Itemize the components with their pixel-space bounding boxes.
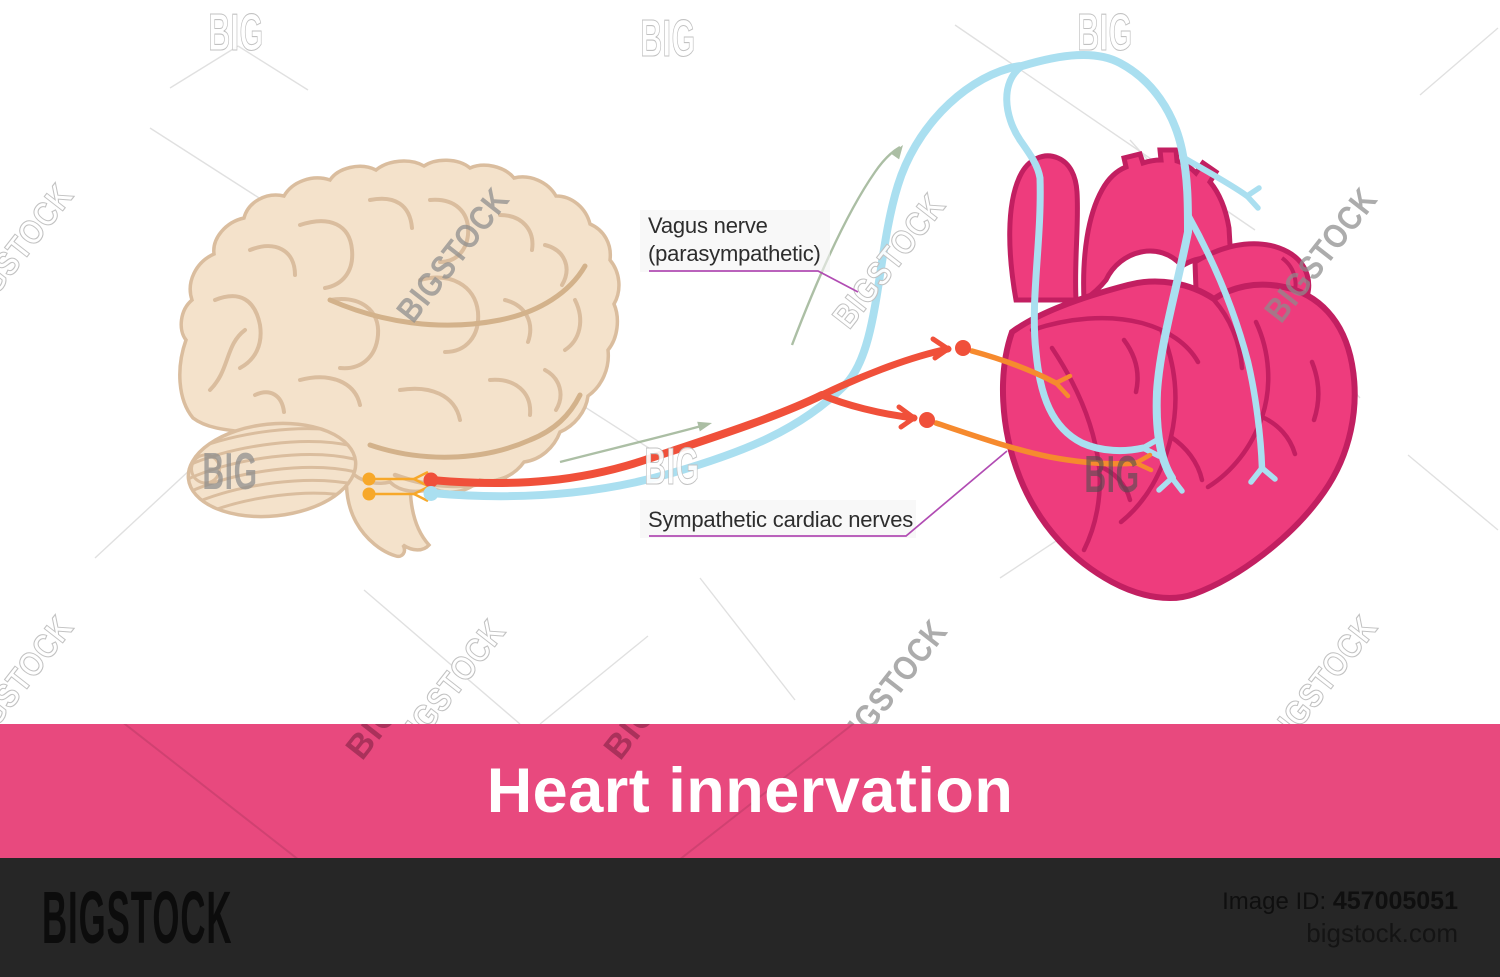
sympathetic-main-path (427, 391, 826, 488)
heart-innervation-diagram: BIG BIG BIG BIG BIG BIG BIGSTOCK BIGSTOC… (0, 4, 1499, 724)
vagus-left-branch (1003, 62, 1147, 455)
sympathetic-upper-branch (818, 345, 952, 399)
image-id-line: Image ID: 457005051 (1222, 886, 1458, 917)
heart-vena-cava (1007, 153, 1080, 303)
watermark-bigstock: BIGSTOCK (0, 608, 81, 724)
sympathetic-label: Sympathetic cardiac nerves (648, 507, 913, 532)
watermark-bigstock: BIGSTOCK (1256, 608, 1384, 724)
vagus-main-path (427, 50, 1193, 501)
watermark-big: BIG (640, 11, 695, 68)
page-title: Heart innervation (486, 756, 1014, 826)
heart (1000, 147, 1358, 601)
arrow-along-sympathetic (559, 423, 706, 464)
postganglionic-upper (969, 348, 1059, 386)
watermark-big: BIG (644, 439, 699, 496)
vagus-upper-right-branch (1181, 155, 1250, 199)
watermark-bigstock: BIGSTOCK (0, 176, 81, 325)
watermark-big: BIG (208, 5, 263, 62)
vagus-nerve (427, 50, 1278, 501)
nucleus-dot-lower (362, 487, 376, 501)
watermark-bigstock: BIGSTOCK (384, 612, 512, 724)
label-backdrop (640, 210, 830, 272)
watermark-big: BIG (1084, 447, 1139, 504)
ganglion-dot-upper (955, 340, 971, 356)
site-url: bigstock.com (1306, 917, 1458, 948)
sympathetic-fork-terminals (896, 336, 951, 430)
heart-body (1000, 278, 1358, 601)
illustration-area: BIG BIG BIG BIG BIG BIG BIGSTOCK BIGSTOC… (0, 4, 1499, 724)
brainstem-nuclei (362, 471, 439, 502)
watermark-bigstock: BIGSTOCK (826, 612, 954, 724)
heart-aorta (1081, 147, 1234, 305)
vagus-label-line1: Vagus nerve (648, 213, 768, 238)
sympathetic-lower-branch (818, 391, 918, 422)
ganglion-dot-lower (919, 412, 935, 428)
cerebrum (178, 158, 621, 494)
postganglionic-lower (933, 420, 1139, 467)
annotations: Vagus nerve (parasympathetic) Sympatheti… (640, 210, 1008, 538)
image-id-value: 457005051 (1332, 886, 1458, 915)
label-backdrop (640, 500, 916, 538)
vagus-leader-line (649, 270, 859, 293)
image-meta: Image ID: 457005051 bigstock.com (1222, 886, 1458, 950)
title-banner: BIGSTOCK BIGSTOCK Heart innervation (0, 724, 1500, 858)
vagus-terminals (1140, 185, 1278, 494)
arrow-along-vagus (790, 145, 901, 346)
direction-arrows (559, 145, 903, 464)
postganglionic-terminals (1053, 373, 1154, 473)
footer-bar: BIGSTOCK Image ID: 457005051 bigstock.co… (0, 858, 1500, 977)
brain-gyri (208, 196, 588, 489)
sympathetic-leader-line (649, 450, 1008, 537)
image-id-label: Image ID: (1222, 887, 1327, 915)
sympathetic-origin-dot (423, 472, 439, 488)
vagus-right-branch (1184, 211, 1266, 472)
bigstock-logo: BIGSTOCK (42, 876, 233, 959)
vagus-origin-dot (423, 486, 439, 501)
vagus-label-line2: (parasympathetic) (648, 241, 821, 266)
sympathetic-nerves (427, 336, 1154, 488)
watermark-big: BIG (1077, 5, 1132, 62)
watermark-big: BIG (202, 444, 257, 501)
nucleus-dot-upper (362, 472, 376, 486)
heart-vessels (1029, 297, 1321, 553)
